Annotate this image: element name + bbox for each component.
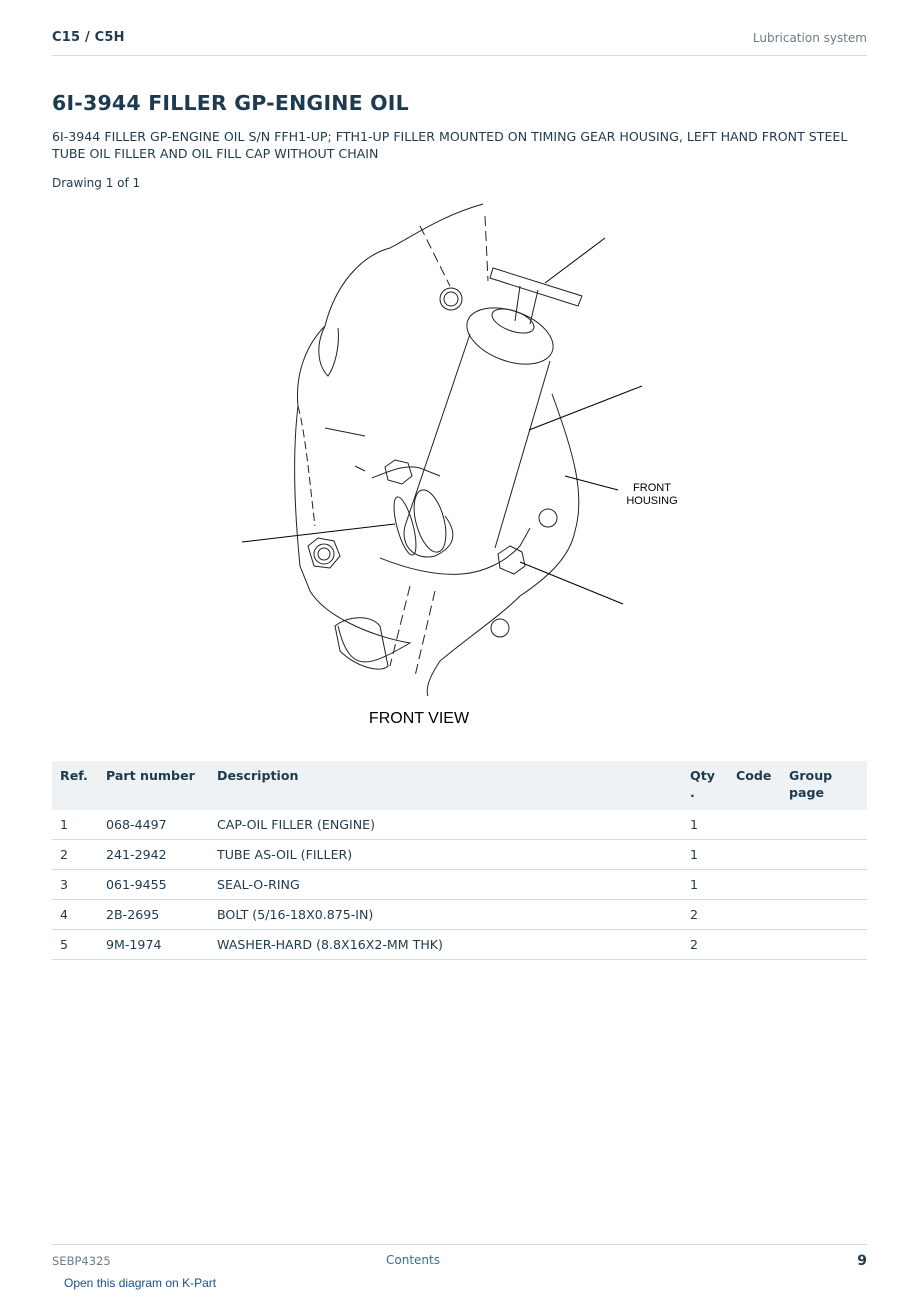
diagram-caption: FRONT VIEW — [369, 710, 470, 727]
bolt-hole-lower — [490, 618, 510, 638]
filler-cap-handle — [489, 267, 583, 325]
housing-left-edge — [297, 405, 316, 527]
cell-qty: 1 — [682, 810, 728, 840]
cell-description: SEAL-O-RING — [209, 869, 682, 900]
cell-qty: 1 — [682, 839, 728, 870]
cell-qty: 2 — [682, 929, 728, 960]
washer — [313, 543, 335, 565]
cell-description: BOLT (5/16-18X0.875-IN) — [209, 899, 682, 930]
callout-front: FRONT — [633, 482, 671, 494]
cell-ref: 3 — [52, 869, 98, 900]
cell-part-number: 9M-1974 — [98, 929, 209, 960]
bolt-hole-top — [439, 287, 463, 311]
table-row: 4 2B-2695 BOLT (5/16-18X0.875-IN) 2 — [52, 899, 867, 930]
table-row: 1 068-4497 CAP-OIL FILLER (ENGINE) 1 — [52, 810, 867, 840]
cell-group-page — [781, 869, 867, 900]
housing-lower-right — [426, 393, 580, 697]
table-row: 3 061-9455 SEAL-O-RING 1 — [52, 869, 867, 900]
cell-code — [728, 810, 781, 840]
col-header-part-number: Part number — [98, 761, 209, 810]
cell-code — [728, 929, 781, 960]
model-label: C15 / C5H — [52, 30, 125, 45]
document-id: SEBP4325 — [52, 1254, 111, 1268]
callout-line-seal — [241, 523, 396, 543]
col-header-code: Code — [728, 761, 781, 810]
housing-lower-dash — [389, 585, 436, 677]
cell-description: CAP-OIL FILLER (ENGINE) — [209, 810, 682, 840]
filler-cap-top — [491, 308, 535, 334]
housing-left-curve — [318, 325, 339, 377]
drawing-label: Drawing 1 of 1 — [52, 176, 141, 190]
parts-table: Ref. Part number Description Qty. Code G… — [52, 761, 867, 960]
housing-ledge — [324, 427, 366, 472]
cell-group-page — [781, 839, 867, 870]
cell-code — [728, 869, 781, 900]
part-description: 6I-3944 FILLER GP-ENGINE OIL S/N FFH1-UP… — [52, 129, 848, 161]
o-ring-seal — [393, 496, 417, 556]
housing-outline — [294, 203, 484, 663]
cell-ref: 4 — [52, 899, 98, 930]
filler-tube-end — [413, 489, 447, 553]
cell-ref: 2 — [52, 839, 98, 870]
filler-cap — [466, 307, 554, 365]
page-header: C15 / C5H Lubrication system — [52, 28, 867, 56]
bolt-hex-2 — [497, 545, 526, 575]
diagram-drawing: FRONT HOUSING FRONT VIEW — [241, 203, 678, 727]
section-label: Lubrication system — [752, 31, 867, 45]
table-row: 5 9M-1974 WASHER-HARD (8.8X16X2-MM THK) … — [52, 929, 867, 960]
col-header-description: Description — [209, 761, 682, 810]
cell-part-number: 241-2942 — [98, 839, 209, 870]
page-number: 9 — [857, 1253, 867, 1269]
cell-ref: 1 — [52, 810, 98, 840]
table-header-row: Ref. Part number Description Qty. Code G… — [52, 761, 867, 810]
callout-line-housing — [564, 475, 619, 491]
filler-tube-body — [404, 333, 551, 549]
nut-hex — [307, 537, 341, 569]
parts-diagram[interactable]: FRONT HOUSING FRONT VIEW — [230, 196, 690, 736]
cell-description: WASHER-HARD (8.8X16X2-MM THK) — [209, 929, 682, 960]
cell-part-number: 2B-2695 — [98, 899, 209, 930]
housing-flange — [371, 466, 531, 575]
washer-inner — [317, 547, 331, 561]
cell-group-page — [781, 810, 867, 840]
cell-code — [728, 839, 781, 870]
cell-qty: 2 — [682, 899, 728, 930]
col-header-qty: Qty. — [682, 761, 728, 810]
table-row: 2 241-2942 TUBE AS-OIL (FILLER) 1 — [52, 839, 867, 870]
filler-tube-elbow — [403, 515, 454, 558]
page-title: 6I-3944 FILLER GP-ENGINE OIL — [52, 91, 409, 115]
cell-qty: 1 — [682, 869, 728, 900]
contents-link[interactable]: Contents — [386, 1253, 440, 1267]
callout-line-bolt — [519, 561, 624, 605]
bolt-hole-right — [538, 508, 558, 528]
callout-line-cap — [544, 237, 606, 284]
cell-code — [728, 899, 781, 930]
bolt-hole-top-inner — [443, 291, 459, 307]
bolt-hex-1 — [384, 459, 413, 485]
page-footer: SEBP4325 Contents 9 — [52, 1244, 867, 1275]
callout-line-tube — [528, 385, 643, 431]
callout-housing: HOUSING — [626, 495, 677, 507]
cell-part-number: 068-4497 — [98, 810, 209, 840]
col-header-ref: Ref. — [52, 761, 98, 810]
kpart-diagram-link[interactable]: Open this diagram on K-Part — [64, 1276, 217, 1290]
lower-lobe — [334, 617, 389, 670]
housing-inner-dash — [419, 215, 489, 287]
cell-description: TUBE AS-OIL (FILLER) — [209, 839, 682, 870]
cell-ref: 5 — [52, 929, 98, 960]
cell-part-number: 061-9455 — [98, 869, 209, 900]
cell-group-page — [781, 899, 867, 930]
cell-group-page — [781, 929, 867, 960]
